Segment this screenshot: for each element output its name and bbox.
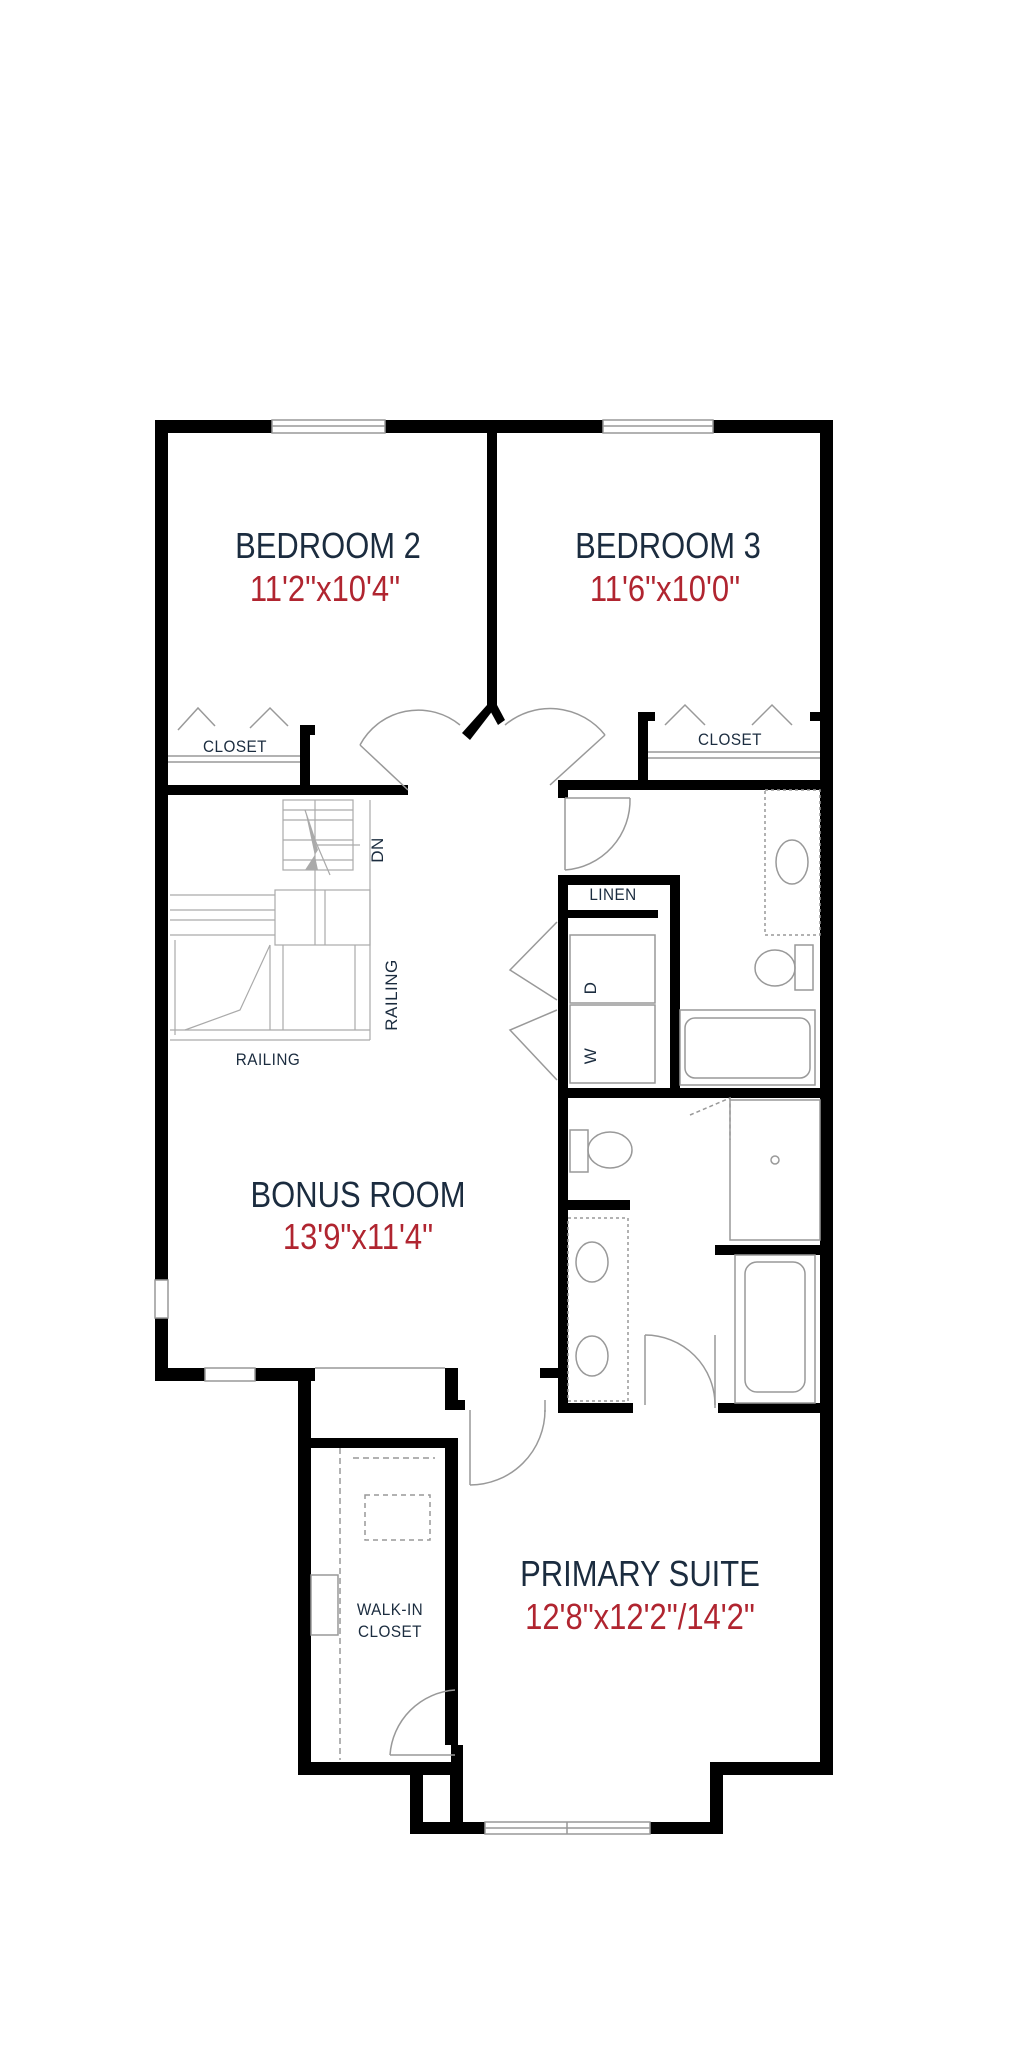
stairs-down-label: DN (368, 837, 387, 863)
linen-label: LINEN (589, 885, 637, 904)
railing-vertical-label: RAILING (382, 959, 401, 1031)
closet-doors (168, 703, 820, 763)
bedroom-2-size: 11'2"x10'4" (249, 568, 401, 609)
bedroom-2-closet-label: CLOSET (203, 737, 267, 756)
walk-in-closet-line1: WALK-IN (356, 1600, 424, 1619)
bonus-room-size: 13'9"x11'4" (282, 1216, 434, 1257)
doors (315, 707, 716, 1756)
railing-label: RAILING (235, 1050, 301, 1069)
interior-walls (168, 420, 833, 1775)
windows (154, 419, 714, 1835)
stair-arrow-icon (305, 810, 318, 870)
primary-suite-name: PRIMARY SUITE (520, 1553, 760, 1594)
dryer-label: D (581, 981, 600, 995)
walk-in-closet-line2: CLOSET (358, 1622, 422, 1641)
staircase (170, 799, 371, 1041)
exterior-walls (155, 420, 833, 1834)
washer-label: W (581, 1047, 600, 1065)
fixtures (310, 789, 821, 1760)
bedroom-3-name: BEDROOM 3 (575, 525, 761, 566)
bonus-room-name: BONUS ROOM (250, 1174, 466, 1215)
bedroom-3-size: 11'6"x10'0" (589, 568, 741, 609)
bedroom-3-closet-label: CLOSET (698, 730, 762, 749)
primary-suite-size: 12'8"x12'2"/14'2" (525, 1596, 755, 1637)
bedroom-2-name: BEDROOM 2 (235, 525, 421, 566)
shower-drain-icon (770, 1155, 780, 1165)
